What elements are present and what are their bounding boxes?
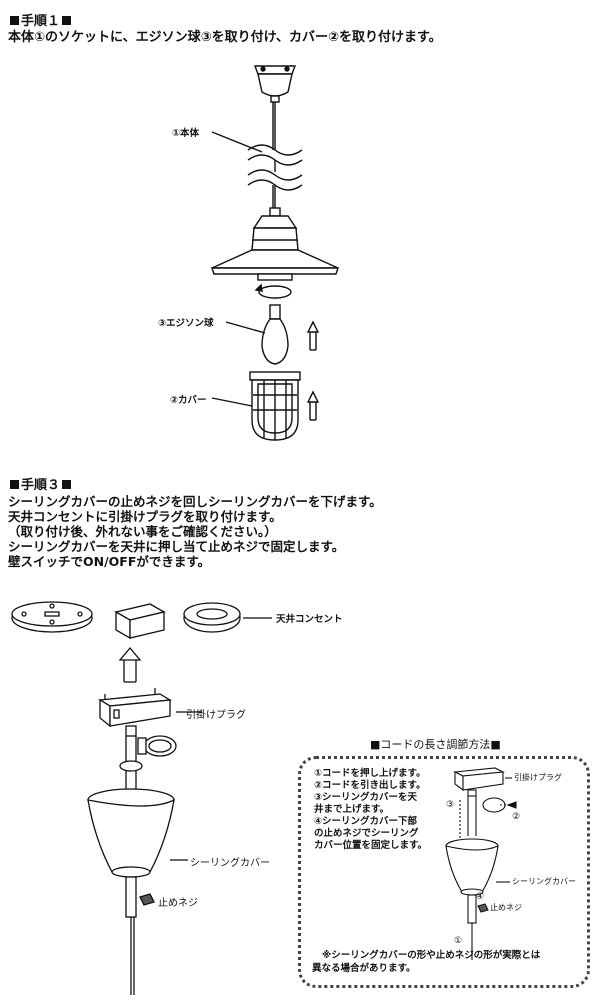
- cord-step-4b: の止めネジでシーリング: [314, 828, 419, 839]
- cord-step-4a: ④シーリングカバー下部: [314, 816, 418, 827]
- cord-mark-1: ①: [454, 936, 463, 946]
- step1-instruction: 本体①のソケットに、エジソン球③を取り付け、カバー②を取り付けます。: [8, 30, 442, 45]
- step3-heading-text: 手順３: [21, 478, 61, 493]
- step1-heading: 手順１: [8, 14, 73, 30]
- square-bullet-icon: [62, 480, 72, 489]
- step3-line-1: シーリングカバーの止めネジを回しシーリングカバーを下げます。: [8, 494, 382, 509]
- cord-adjust-panel: [298, 756, 590, 988]
- cord-label-ceiling-cover: シーリングカバー: [512, 877, 576, 886]
- step1-heading-text: 手順１: [21, 14, 61, 29]
- step3-line-3: （取り付け後、外れない事をご確認ください。）: [8, 524, 277, 539]
- cord-label-plug: 引掛けプラグ: [514, 773, 562, 782]
- step3-line-2: 天井コンセントに引掛けプラグを取り付けます。: [8, 509, 282, 524]
- pendant-lamp-illustration: [211, 65, 339, 441]
- label-body: ①本体: [172, 128, 200, 139]
- label-plug: 引掛けプラグ: [186, 710, 246, 721]
- label-edison-bulb: ③エジソン球: [158, 318, 214, 329]
- step3-heading: 手順３: [8, 478, 73, 494]
- cord-note-line-1: ※シーリングカバーの形や止めネジの形が実際とは: [322, 950, 541, 961]
- cord-step-4c: カバー位置を固定します。: [314, 840, 428, 851]
- cord-adjust-title: ■コードの長さ調節方法■: [370, 738, 501, 751]
- cord-label-screw: 止めネジ: [490, 903, 522, 912]
- cord-step-2: ②コードを引き出します。: [314, 780, 426, 791]
- label-ceiling-cover: シーリングカバー: [190, 858, 270, 869]
- square-bullet-icon: [10, 480, 19, 489]
- step3-line-4: シーリングカバーを天井に押し当て止めネジで固定します。: [8, 539, 345, 554]
- cord-mark-4: ④: [476, 892, 485, 902]
- label-screw: 止めネジ: [158, 898, 198, 909]
- cord-mark-3: ③: [446, 800, 455, 810]
- label-cover: ②カバー: [170, 395, 207, 406]
- cord-step-3b: 井まで上げます。: [314, 804, 390, 815]
- cord-step-3a: ③シーリングカバーを天: [314, 792, 418, 803]
- label-ceiling-outlet: 天井コンセント: [276, 614, 343, 625]
- square-bullet-icon: [10, 16, 19, 25]
- square-bullet-icon: [62, 16, 72, 25]
- cord-note-line-2: 異なる場合があります。: [312, 963, 416, 974]
- cord-mark-2: ②: [512, 812, 521, 822]
- step3-line-5: 壁スイッチでON/OFFができます。: [8, 554, 211, 569]
- cord-step-1: ①コードを押し上げます。: [314, 768, 426, 779]
